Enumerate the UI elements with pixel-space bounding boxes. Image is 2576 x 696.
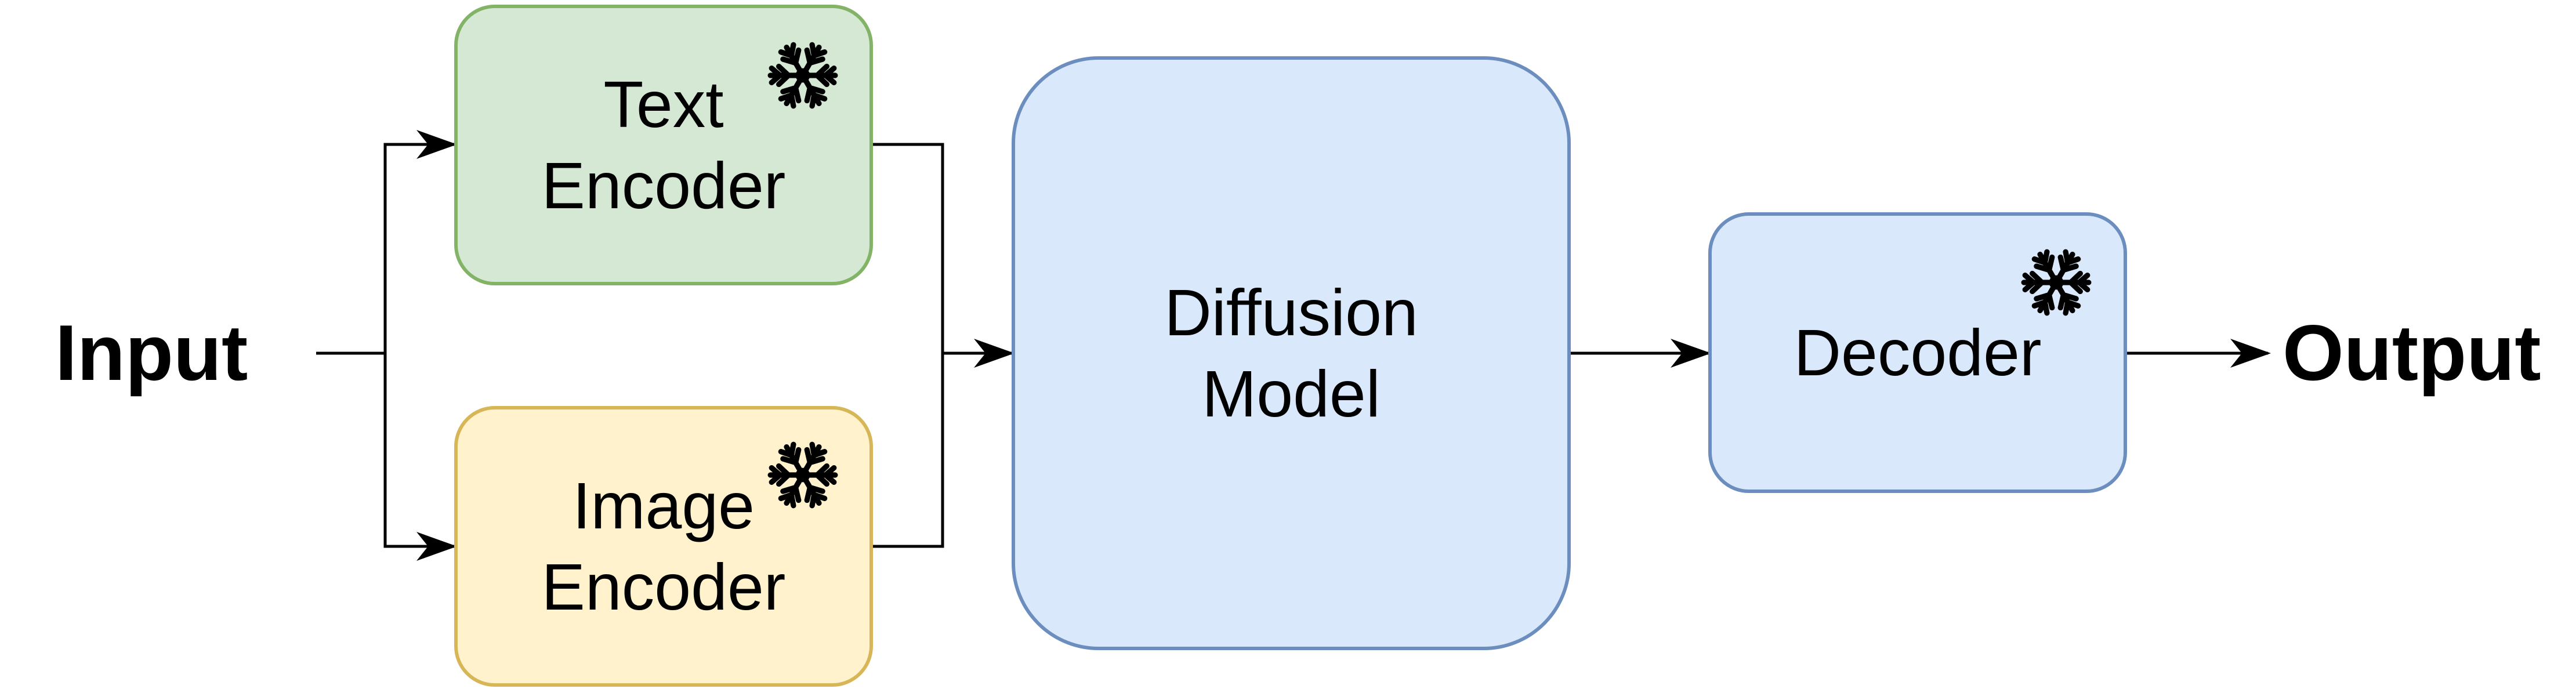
decoder-box: Decoder (1708, 212, 2127, 493)
input-label: Input (55, 309, 248, 397)
edge-input-to-image-encoder (383, 353, 457, 561)
output-label: Output (2282, 309, 2541, 397)
edge-image-encoder-to-diffusion-model (873, 353, 944, 548)
edge-text-encoder-to-diffusion-model (873, 143, 1015, 368)
decoder-label: Decoder (1794, 316, 2042, 389)
snowflake-icon (767, 42, 838, 109)
edge-input-to-text-encoder (316, 130, 457, 355)
snowflake-icon (767, 441, 838, 509)
snowflake-icon (2021, 249, 2092, 316)
